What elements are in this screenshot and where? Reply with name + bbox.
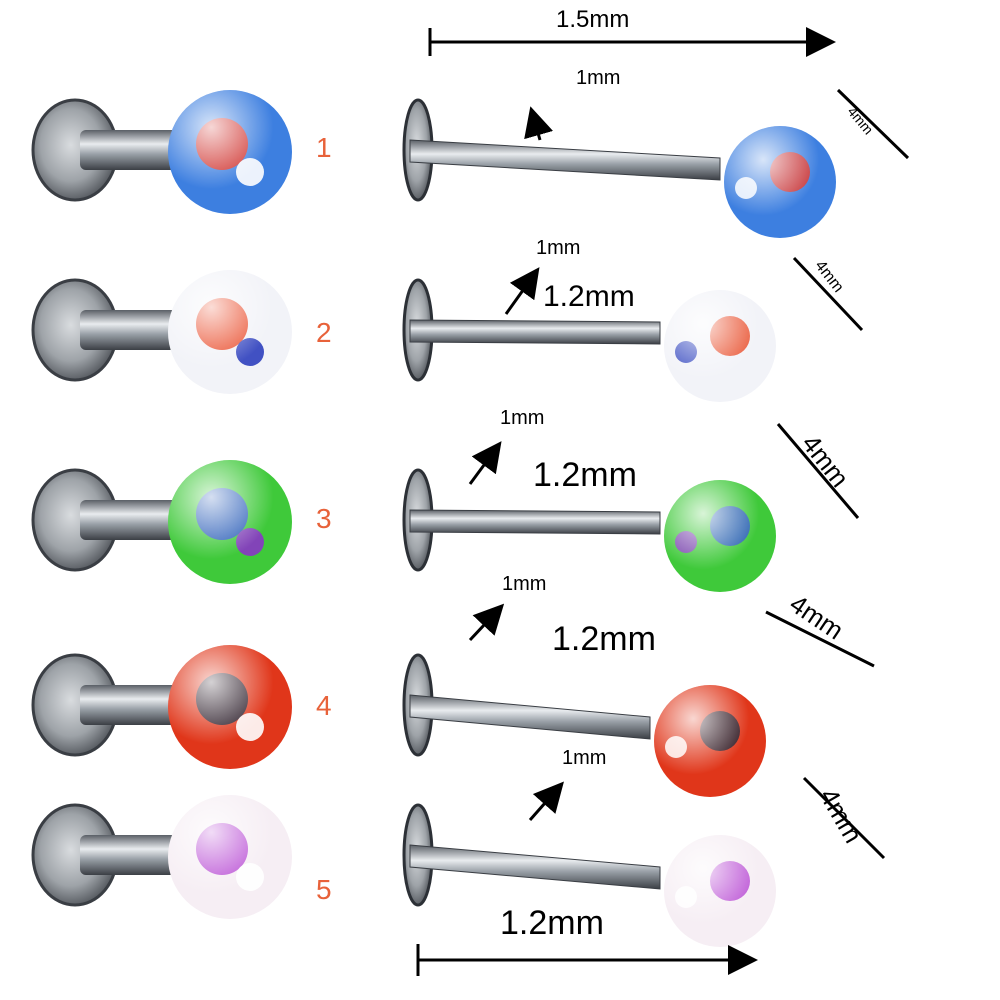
ball-size-bracket-5 [802, 776, 886, 860]
stud-width-label-3: 1mm [500, 407, 545, 429]
stud-width-pointer-2 [504, 267, 540, 315]
piercing-side-view-1 [402, 98, 836, 238]
item-number-3: 3 [316, 503, 332, 534]
stud-width-label-4: 1mm [502, 573, 547, 595]
piercing-closeup-5 [31, 795, 292, 919]
bar-length-label-5: 1.2mm [500, 904, 604, 942]
piercing-closeup-3 [31, 460, 292, 584]
item-number-1: 1 [316, 132, 332, 163]
ball-shine [664, 480, 776, 592]
ball-size-bracket-2 [792, 256, 864, 332]
piercing-closeup-1 [31, 90, 292, 214]
stud-width-label-2: 1mm [536, 237, 581, 259]
item-number-4: 4 [316, 690, 332, 721]
stud-width-pointer-3 [468, 441, 502, 485]
piercing-side-view-5 [402, 803, 776, 947]
ball-size-bracket-1 [836, 88, 910, 160]
stud-width-label-1: 1mm [576, 67, 621, 89]
piercing-side-view-2 [402, 278, 776, 402]
stud-width-pointer-1 [524, 106, 554, 141]
stud-width-pointer-5 [528, 781, 564, 821]
ball-shine [168, 460, 292, 584]
ball-shine [168, 90, 292, 214]
post-bar [409, 139, 721, 181]
bar-length-label-4: 1.2mm [552, 620, 656, 658]
piercing-side-view-4 [402, 653, 766, 797]
ball-shine [724, 126, 836, 238]
item-number-5: 5 [316, 874, 332, 905]
stud-width-pointer-4 [468, 603, 505, 642]
piercing-side-view-3 [402, 468, 776, 592]
bar-length-label-1: 1.5mm [556, 6, 630, 33]
bar-length-label-3: 1.2mm [533, 456, 637, 494]
ball-size-bracket-3 [776, 423, 860, 519]
ball-size-bracket-4 [765, 610, 875, 668]
post-bar [409, 844, 661, 890]
ball-shine [168, 270, 292, 394]
post-bar [409, 509, 661, 535]
bar-length-label-2: 1.2mm [543, 280, 635, 313]
stud-width-label-5: 1mm [562, 747, 607, 769]
piercing-closeup-2 [31, 270, 292, 394]
post-bar [409, 319, 661, 345]
ball-shine [654, 685, 766, 797]
ball-shine [664, 835, 776, 947]
ball-shine [168, 645, 292, 769]
post-bar [409, 694, 651, 740]
ball-shine [664, 290, 776, 402]
piercing-closeup-4 [31, 645, 292, 769]
ball-shine [168, 795, 292, 919]
item-number-2: 2 [316, 317, 332, 348]
